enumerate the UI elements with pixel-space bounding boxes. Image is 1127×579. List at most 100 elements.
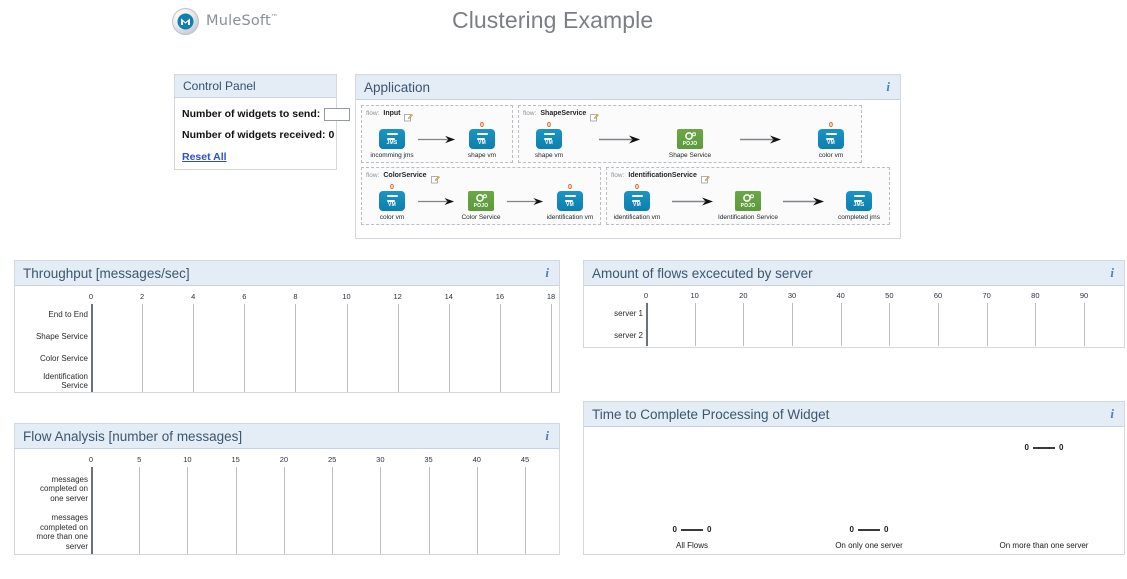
icon-tag: VM (545, 139, 553, 146)
icon-bars (476, 132, 488, 140)
chart-gridline (295, 304, 297, 392)
icon-bars (564, 194, 576, 202)
time-range-max: 0 (1059, 443, 1064, 452)
time-range-min: 0 (1024, 443, 1029, 452)
chart-tick-label: 10 (183, 455, 192, 464)
chart-tick-label: 0 (643, 291, 649, 300)
flow-arrow-icon (663, 191, 722, 211)
icon-bars (543, 132, 555, 140)
time-range-min: 0 (849, 525, 854, 534)
chart-tick-label: 50 (885, 291, 894, 300)
chart-gridline (499, 304, 501, 392)
chart-category-label: Shape Service (35, 332, 88, 342)
chart-tick-label: 35 (424, 455, 433, 464)
chart-gridline (448, 304, 450, 392)
chart-gridline (792, 303, 793, 346)
flow-arrow-icon (418, 129, 456, 149)
chart-gridline (380, 467, 382, 554)
chart-gridline (525, 467, 526, 554)
chart-gridline (1084, 303, 1085, 346)
chart-category-label: server 2 (614, 330, 643, 340)
chart-tick-label: 0 (88, 292, 94, 301)
pencil-edit-icon[interactable] (590, 109, 600, 122)
mulesoft-wordmark: MuleSoft™ (206, 13, 278, 29)
icon-tag: VM (478, 139, 486, 146)
control-panel: Control Panel Number of widgets to send:… (174, 74, 363, 170)
pojo-component-icon: POJO (677, 129, 703, 149)
icon-tag: VM (566, 201, 574, 208)
chart-tick-label: 90 (1079, 291, 1089, 300)
reset-all-link[interactable]: Reset All (182, 151, 227, 163)
time-range-label-wrap: On more than one server (974, 539, 1114, 550)
info-icon[interactable]: i (545, 265, 549, 280)
chart-gridline (986, 303, 988, 346)
chart-gridline (428, 467, 430, 554)
flow-header: flow:ShapeService (523, 108, 857, 122)
time-range-label: On only one server (835, 541, 903, 550)
icon-tag: VM (388, 201, 396, 208)
chart-gridline (743, 303, 745, 346)
vm-endpoint-icon: VM (469, 129, 495, 149)
chart-tick-label: 10 (342, 292, 351, 301)
chart-gridline (889, 303, 891, 346)
mulesoft-logo: MuleSoft™ (172, 6, 302, 36)
jms-endpoint-icon: JMS (379, 129, 405, 149)
chart-y-axis (91, 467, 93, 554)
flow-node-label: identification vm (546, 214, 594, 221)
info-icon[interactable]: i (1110, 406, 1114, 421)
pencil-edit-icon[interactable] (404, 109, 414, 122)
page-title: Clustering Example (452, 7, 654, 33)
chart-gridline (332, 467, 334, 554)
flow-node-count: 0 (546, 120, 552, 129)
chart-tick-label: 70 (982, 291, 991, 300)
flow-arrow-icon (507, 191, 544, 211)
flow-node-label: color vm (379, 214, 405, 221)
flow-node-label: Identification Service (718, 214, 778, 221)
chart-tick-label: 15 (231, 455, 240, 464)
pencil-edit-icon[interactable] (700, 171, 710, 184)
flow-node-count (480, 182, 482, 191)
chart-tick-label: 16 (495, 292, 505, 301)
throughput-title: Throughput [messages/sec] (23, 265, 190, 281)
chart-tick-label: 20 (739, 291, 748, 300)
vm-endpoint-icon: VM (379, 191, 405, 211)
chart-tick-label: 2 (140, 292, 145, 301)
flow-node-count: 0 (828, 120, 834, 129)
chart-gridline (283, 467, 285, 554)
time-range-min: 0 (672, 525, 677, 534)
flow-node-label: shape vm (467, 152, 497, 159)
info-icon[interactable]: i (1110, 265, 1114, 280)
pencil-edit-icon[interactable] (430, 171, 440, 184)
info-icon[interactable]: i (545, 428, 549, 443)
widgets-to-send-input[interactable] (324, 107, 351, 121)
flow-header: flow:ColorService (366, 170, 596, 184)
chart-tick-label: 4 (191, 292, 196, 301)
flow-header: flow:IdentificationService (611, 170, 885, 184)
chart-tick-label: 45 (520, 455, 530, 464)
icon-bars (825, 132, 837, 140)
info-icon[interactable]: i (886, 79, 890, 94)
icon-tag: POJO (473, 202, 489, 209)
flow-node-count (747, 182, 749, 191)
